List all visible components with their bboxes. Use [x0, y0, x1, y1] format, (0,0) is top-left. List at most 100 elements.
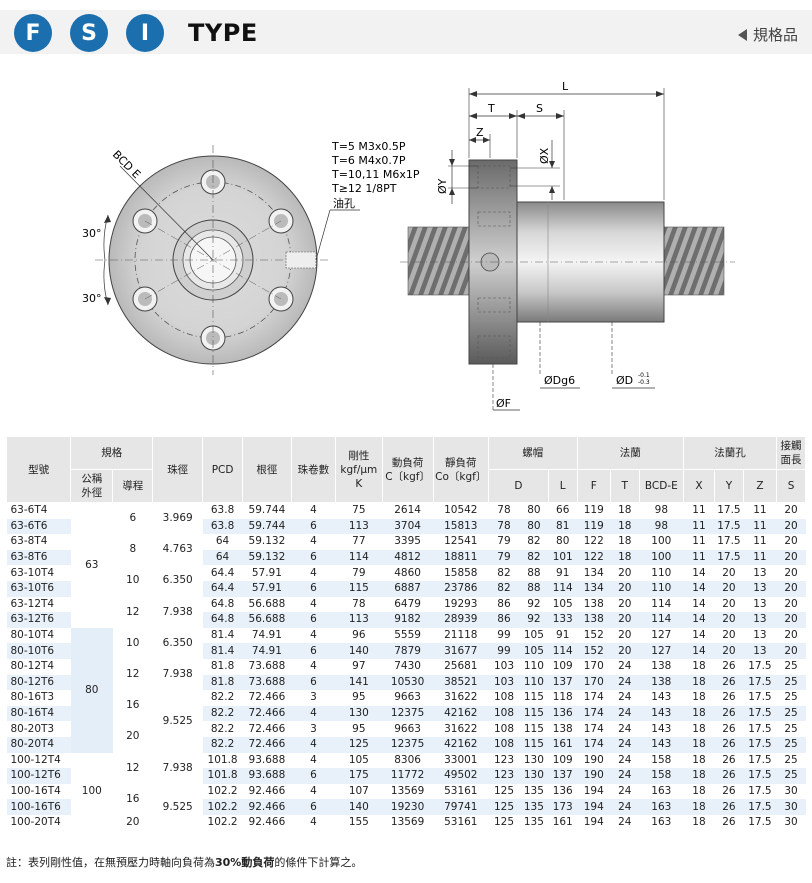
cell-l2: 138	[548, 721, 578, 737]
cell-z: 11	[743, 549, 777, 566]
cell-turns: 4	[291, 752, 336, 769]
cell-z: 17.5	[743, 658, 777, 675]
cell-s: 30	[776, 814, 806, 831]
cell-root: 93.688	[242, 752, 292, 769]
cell-pcd: 64.8	[202, 612, 243, 628]
cell-pcd: 63.8	[202, 518, 243, 535]
cell-ball: 9.525	[152, 783, 203, 831]
cell-l: 82	[519, 549, 549, 566]
standard-product-link[interactable]: 規格品	[737, 24, 798, 45]
cell-z: 17.5	[743, 768, 777, 784]
cell-pcd: 82.2	[202, 736, 243, 753]
cell-x: 14	[683, 643, 715, 659]
cell-y: 20	[714, 596, 744, 613]
cell-f: 174	[577, 721, 611, 737]
cell-model: 80-16T4	[6, 705, 71, 722]
cell-y: 26	[714, 768, 744, 784]
cell-co: 21118	[433, 627, 489, 644]
cell-root: 74.91	[242, 627, 292, 644]
cell-d: 108	[488, 736, 520, 753]
cell-l2: 105	[548, 596, 578, 613]
cell-f: 194	[577, 799, 611, 815]
cell-c: 9663	[382, 690, 434, 706]
cell-s: 25	[776, 705, 806, 722]
cell-co: 19293	[433, 596, 489, 613]
footnote: 註：表列剛性值，在無預壓力時軸向負荷為30%動負荷的條件下計算之。	[6, 854, 362, 870]
cell-k: 175	[335, 768, 383, 784]
cell-f: 122	[577, 534, 611, 550]
cell-co: 31677	[433, 643, 489, 659]
cell-turns: 6	[291, 518, 336, 535]
cell-f: 134	[577, 580, 611, 597]
cell-t: 20	[610, 643, 640, 659]
oil-hole-label: 油孔	[333, 196, 355, 210]
col-hole-y: Y	[714, 469, 744, 503]
cell-x: 18	[683, 752, 715, 769]
cell-y: 20	[714, 612, 744, 628]
cell-turns: 3	[291, 721, 336, 737]
cell-root: 59.744	[242, 502, 292, 519]
cell-y: 17.5	[714, 549, 744, 566]
cell-root: 59.744	[242, 518, 292, 535]
cell-root: 73.688	[242, 674, 292, 691]
cell-z: 17.5	[743, 690, 777, 706]
cell-y: 17.5	[714, 518, 744, 535]
cell-d: 123	[488, 752, 520, 769]
cell-l: 115	[519, 721, 549, 737]
col-root: 根徑	[242, 436, 292, 503]
cell-k: 140	[335, 799, 383, 815]
cell-x: 18	[683, 814, 715, 831]
cell-model: 63-12T4	[6, 596, 71, 613]
cell-model: 63-10T6	[6, 580, 71, 597]
col-nut: 螺帽	[487, 436, 578, 470]
cell-turns: 6	[291, 768, 336, 784]
cell-ball: 4.763	[152, 534, 203, 566]
cell-co: 53161	[433, 783, 489, 800]
cell-l2: 118	[548, 690, 578, 706]
col-hole-z: Z	[742, 469, 778, 503]
cell-s: 20	[776, 518, 806, 535]
cell-model: 80-10T4	[6, 627, 71, 644]
cell-c: 7879	[382, 643, 434, 659]
cell-x: 18	[683, 768, 715, 784]
col-flange-t: T	[609, 469, 640, 503]
cell-d: 123	[488, 768, 520, 784]
col-nut-l: L	[547, 469, 578, 503]
flange-front-view	[95, 145, 331, 375]
cell-bcd: 98	[639, 518, 684, 535]
dim-x-label: ØX	[538, 147, 551, 164]
thread-note-2: T=6 M4x0.7P	[331, 154, 406, 167]
cell-c: 12375	[382, 736, 434, 753]
cell-y: 26	[714, 752, 744, 769]
cell-bcd: 158	[639, 752, 684, 769]
cell-root: 59.132	[242, 549, 292, 566]
cell-pcd: 63.8	[202, 502, 243, 519]
cell-bcd: 143	[639, 736, 684, 753]
cell-x: 11	[683, 534, 715, 550]
cell-pcd: 64.8	[202, 596, 243, 613]
cell-root: 59.132	[242, 534, 292, 550]
cell-l2: 137	[548, 674, 578, 691]
cell-z: 13	[743, 643, 777, 659]
cell-x: 18	[683, 736, 715, 753]
cell-c: 3704	[382, 518, 434, 535]
cell-l2: 80	[548, 534, 578, 550]
cell-t: 24	[610, 705, 640, 722]
dim-t-label: T	[487, 102, 495, 115]
cell-bcd: 143	[639, 690, 684, 706]
cell-s: 20	[776, 549, 806, 566]
footnote-prefix: 註：表列剛性值，在無預壓力時軸向負荷為	[6, 856, 215, 869]
cell-pcd: 81.4	[202, 643, 243, 659]
cell-pcd: 64	[202, 549, 243, 566]
cell-k: 140	[335, 643, 383, 659]
cell-l2: 136	[548, 705, 578, 722]
cell-t: 24	[610, 736, 640, 753]
dim-d-tol-bottom: -0.3	[638, 379, 650, 386]
cell-ball: 3.969	[152, 502, 203, 535]
cell-z: 17.5	[743, 674, 777, 691]
